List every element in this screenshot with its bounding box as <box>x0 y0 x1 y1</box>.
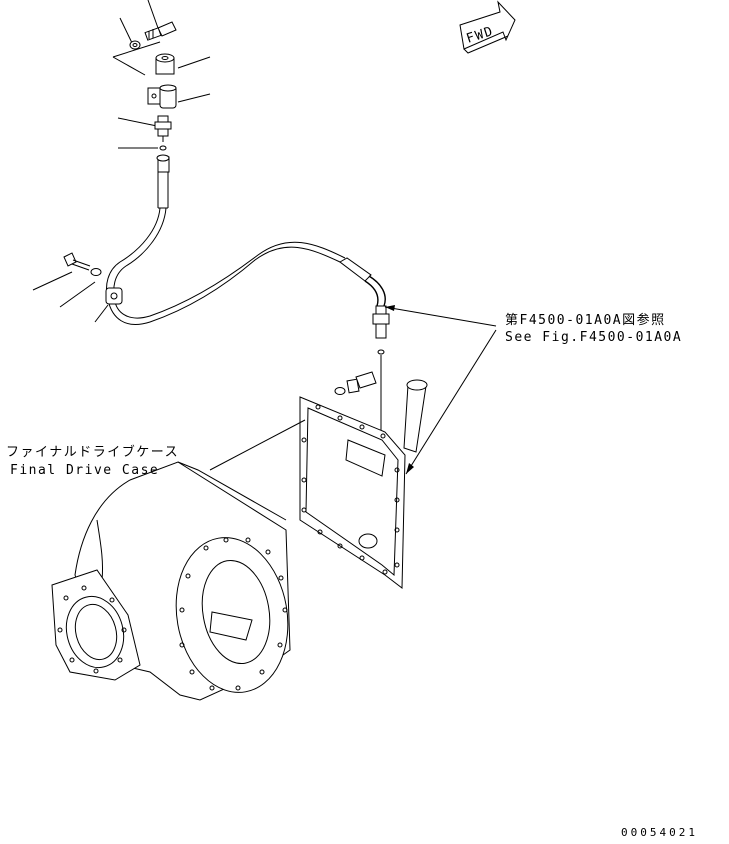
washer-part <box>129 40 141 50</box>
drawing-id: 00054021 <box>621 826 698 839</box>
reference-callout-en: See Fig.F4500-01A0A <box>505 330 682 345</box>
filler-tube-part <box>380 355 428 453</box>
final-drive-case <box>51 461 291 701</box>
o-ring-part <box>159 145 167 151</box>
clamp-washer-part <box>90 268 102 276</box>
hose-end-part <box>156 154 170 209</box>
clamp-bolt-part <box>63 252 91 271</box>
hose-clamp-part <box>105 287 123 305</box>
fwd-arrow-icon: FWD <box>459 0 516 54</box>
reference-callout-jp: 第F4500-01A0A図参照 <box>505 312 666 328</box>
case-callout-en: Final Drive Case <box>10 463 159 478</box>
cover-plate <box>299 396 406 589</box>
plug-bolt-part <box>334 371 377 395</box>
elbow-fitting-part <box>372 305 390 339</box>
spacer-part <box>155 53 175 75</box>
bolt-part <box>144 21 177 41</box>
part-leader-lines <box>32 0 211 323</box>
clip-part <box>147 84 177 109</box>
fitting-part <box>154 115 172 142</box>
breather-hose <box>106 207 386 325</box>
case-callout-jp: ファイナルドライブケース <box>6 444 179 460</box>
fitting-o-ring-part <box>377 349 385 355</box>
